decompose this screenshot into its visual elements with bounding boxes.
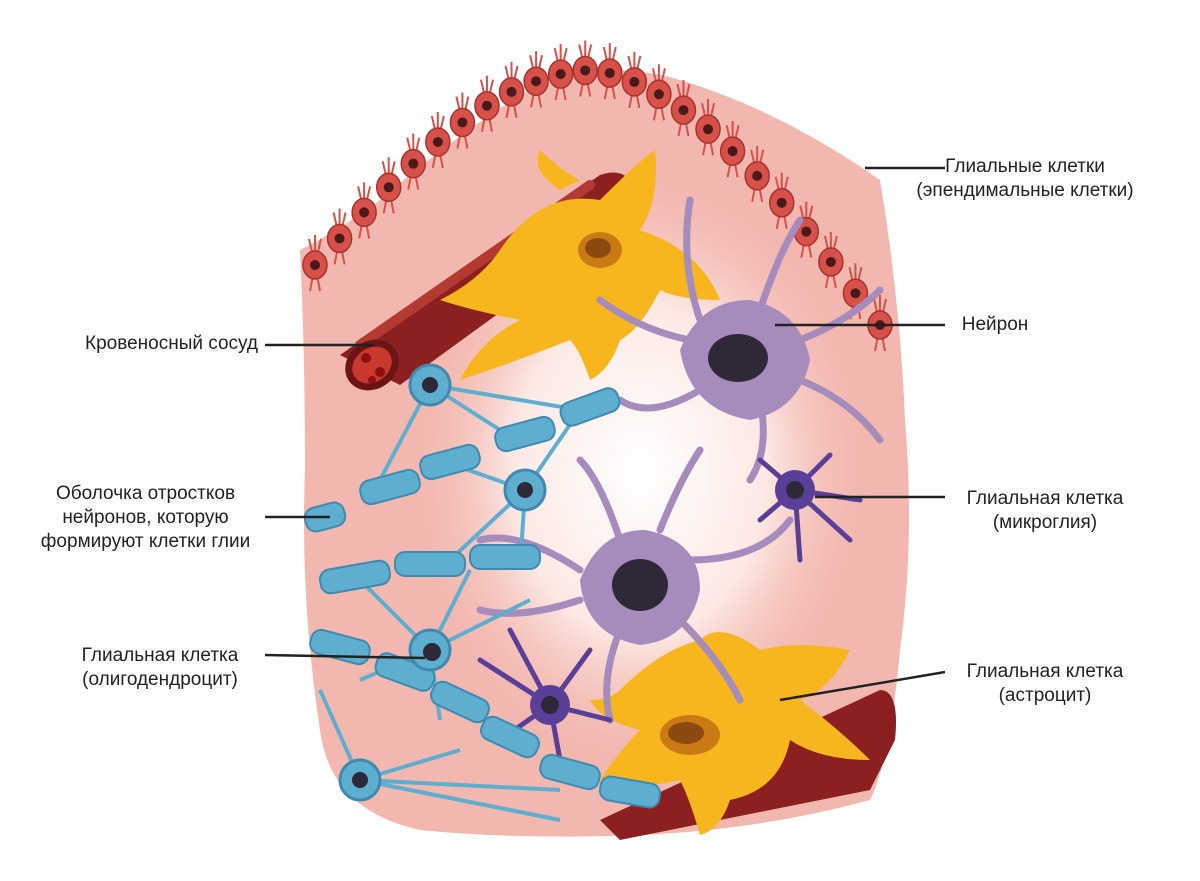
ependymal-nucleus [801,226,812,237]
ependymal-nucleus [383,182,394,193]
astrocyte-bottom [590,632,870,835]
label-line: Кровеносный сосуд [85,333,258,354]
label-line: (астроцит) [998,685,1092,706]
ependymal-nucleus [727,146,738,157]
ependymal-nucleus [506,86,517,97]
ependymal-nucleus [653,89,664,100]
neuron-top [596,196,884,484]
ependymal-nucleus [703,124,714,135]
ependymal-nucleus [850,288,861,299]
ependymal-nucleus [432,136,443,147]
neuron-bottom [476,446,794,724]
ependymal-nucleus [752,170,763,181]
label-line: Глиальные клетки [945,156,1105,177]
label-microglia: Глиальная клетка (микроглия) [950,487,1140,535]
microglia-right [757,452,863,563]
ependymal-nucleus [678,105,689,116]
ependymal-nucleus [359,207,370,218]
label-line: (олигодендроцит) [82,669,238,690]
leader-astrocyte [779,670,946,702]
ependymal-nucleus [555,69,566,80]
ependymal-nucleus [825,256,836,267]
label-astrocyte: Глиальная клетка (астроцит) [950,660,1140,708]
label-neuron-sheath: Оболочка отростков нейронов, которую фор… [28,482,263,554]
ependymal-nucleus [604,68,615,79]
label-line: Глиальная клетка [81,645,239,666]
label-line: формируют клетки глии [40,531,251,552]
ependymal-nucleus [408,158,419,169]
label-ependymal-cells: Глиальные клетки (эпендимальные клетки) [900,155,1150,203]
label-line: (эпендимальные клетки) [916,180,1134,201]
label-neuron: Нейрон [950,313,1040,337]
label-line: Глиальная клетка [966,488,1124,509]
ependymal-nucleus [481,100,492,111]
ependymal-nucleus [457,117,468,128]
label-line: Оболочка отростков [55,483,236,504]
ependymal-nucleus [629,76,640,87]
leader-oligodendrocyte [264,653,426,660]
label-line: (микроглия) [992,512,1098,533]
label-line: Нейрон [961,314,1029,335]
ependymal-nucleus [580,65,591,76]
ependymal-nucleus [310,260,320,270]
ependymal-nucleus [531,76,542,87]
label-oligodendrocyte: Глиальная клетка (олигодендроцит) [60,644,260,692]
label-line: нейронов, которую [62,507,229,528]
ependymal-cells [302,40,893,352]
ependymal-nucleus [776,197,787,208]
label-line: Глиальная клетка [966,661,1124,682]
leader-lines [264,166,946,702]
astrocyte-top [440,150,720,380]
label-blood-vessel: Кровеносный сосуд [30,332,258,356]
ependymal-nucleus [334,233,345,244]
